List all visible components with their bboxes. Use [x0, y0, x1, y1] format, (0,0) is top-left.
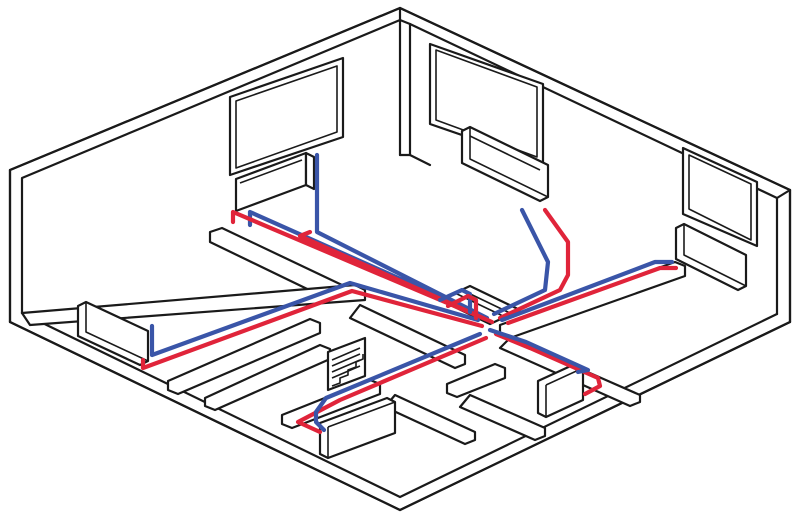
pipe-supply-left [140, 288, 485, 371]
pipe-supply-right [505, 265, 679, 326]
radiator-right [674, 222, 748, 292]
pipe-supply-front-right [493, 331, 603, 397]
pipe-return-right [499, 259, 675, 323]
building-shell [8, 6, 792, 512]
wall-corridor-right [445, 362, 507, 399]
pipe-supply-back-left [230, 209, 495, 325]
pipe-return-left [149, 280, 481, 358]
wall-corridor-long [458, 393, 547, 442]
staircase [326, 336, 367, 392]
radiator-back-left [234, 151, 316, 213]
radiator-left [76, 300, 150, 367]
window-back-left [228, 56, 345, 177]
floor-inner-edge [20, 311, 779, 499]
pipe-return-back-right [491, 207, 551, 317]
pipe-return-front-right [487, 327, 591, 375]
radiator-back-right [460, 125, 550, 203]
pipe-supply-back-right [497, 207, 571, 321]
slab-bottom-edge [8, 320, 792, 512]
radiator-front [318, 396, 397, 460]
pipe-return-manifold [437, 287, 473, 315]
pipe-network [140, 152, 679, 435]
radiator-front-right [536, 362, 585, 419]
pipe-supply-manifold [445, 293, 479, 321]
wall-hall-left [166, 317, 322, 396]
radiators [76, 125, 748, 460]
pipe-return-front [313, 331, 483, 433]
windows [228, 42, 759, 248]
window-right [681, 146, 759, 248]
